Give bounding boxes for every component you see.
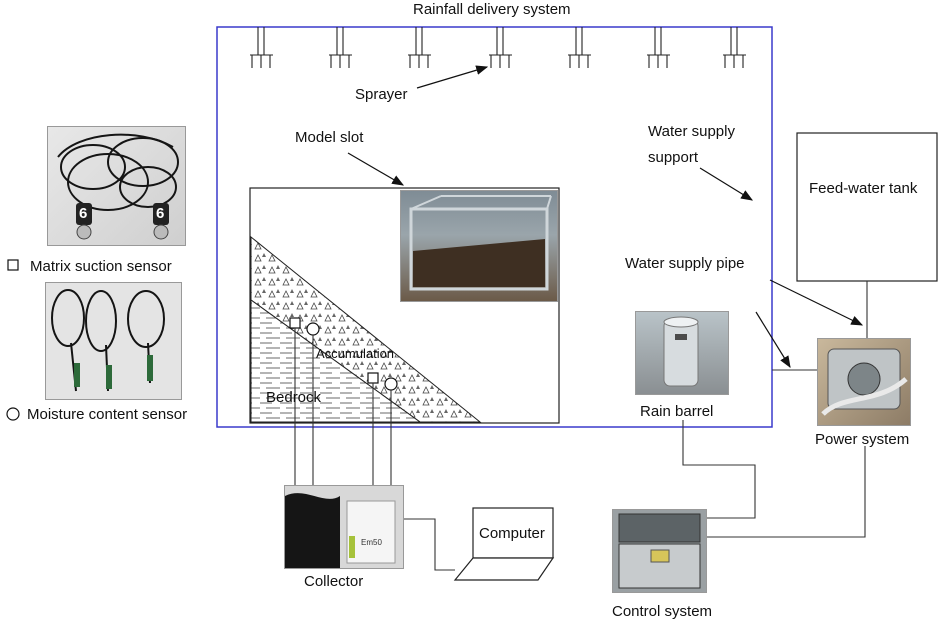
rainfall-frame	[216, 26, 773, 428]
bedrock-label: Bedrock	[266, 389, 322, 406]
sprayer-label: Sprayer	[355, 86, 408, 103]
water-support-label-2: support	[648, 149, 699, 166]
control-system-label: Control system	[612, 603, 713, 620]
accumulation-label: Accumulation	[316, 346, 395, 361]
water-support-label-1: Water supply	[648, 123, 735, 140]
legend-circle-symbol	[6, 407, 20, 421]
power-system-photo	[817, 338, 911, 426]
model-slot-arrow	[347, 152, 405, 186]
moisture-sensor-photo	[45, 282, 182, 400]
matrix-sensor-legend-label: Matrix suction sensor	[30, 258, 172, 275]
collector-label: Collector	[304, 573, 364, 590]
control-system-photo	[612, 509, 707, 593]
matrix-sensor-2	[367, 372, 379, 384]
power-control-cable	[705, 446, 866, 538]
collector-computer-cable	[402, 518, 455, 571]
sprayer-6	[647, 27, 670, 68]
barrel-control-cable	[682, 420, 756, 519]
model-slot-label: Model slot	[295, 129, 364, 146]
bedrock-layer	[250, 299, 422, 423]
sensor-digit-2: 6	[156, 205, 165, 222]
power-system-label: Power system	[815, 431, 910, 448]
sprayer-1	[250, 27, 273, 68]
moisture-sensor-1	[306, 322, 320, 336]
matrix-sensor-1	[289, 317, 301, 329]
computer-label: Computer	[479, 525, 545, 542]
rainfall-system-label: Rainfall delivery system	[413, 1, 571, 18]
matrix-sensor-photo: 6 6	[47, 126, 186, 246]
sprayer-5	[568, 27, 591, 68]
sprayer-2	[329, 27, 352, 68]
sprayer-arrow	[416, 65, 489, 89]
rain-barrel-photo	[635, 311, 729, 395]
sprayer-row	[250, 27, 746, 68]
legend-square-symbol	[7, 259, 19, 271]
moisture-sensor-legend-label: Moisture content sensor	[27, 406, 188, 423]
laptop-drawing	[453, 507, 555, 581]
rain-barrel-label: Rain barrel	[640, 403, 714, 420]
sprayer-3	[408, 27, 431, 68]
water-pipe-arrow-2	[755, 311, 791, 369]
moisture-sensor-2	[384, 377, 398, 391]
water-support-arrow	[699, 167, 754, 201]
feed-water-tank-box	[796, 132, 938, 282]
collector-photo: Em50	[284, 485, 404, 569]
model-slot-photo	[400, 190, 558, 302]
collector-device-text: Em50	[361, 538, 382, 547]
sensor-digit-1: 6	[79, 205, 88, 222]
sensor-cables	[294, 328, 392, 485]
water-pipe-arrow-1	[769, 279, 864, 326]
feed-water-tank-label: Feed-water tank	[809, 180, 918, 197]
sprayer-7	[723, 27, 746, 68]
sprayer-4	[489, 27, 512, 68]
water-pipe-label: Water supply pipe	[625, 255, 745, 272]
